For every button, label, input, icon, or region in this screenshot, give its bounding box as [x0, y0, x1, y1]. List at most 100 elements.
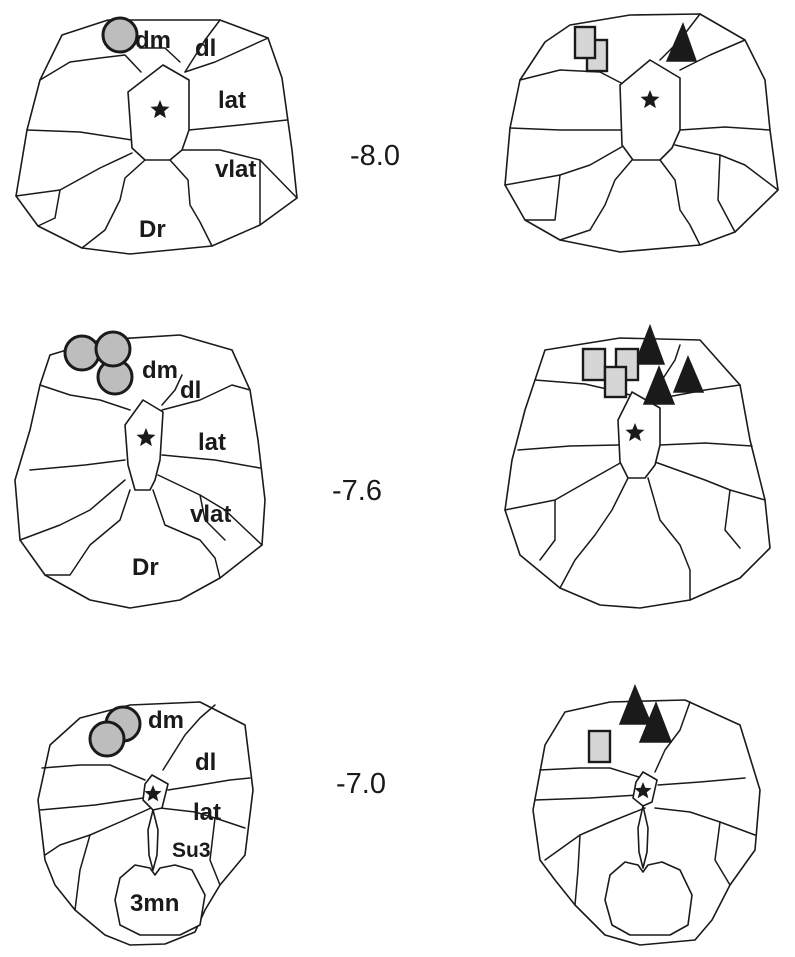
marker-square [603, 365, 628, 399]
level-label-2: -7.6 [332, 475, 382, 507]
region-boundary [39, 797, 144, 811]
region-boundary [181, 149, 298, 199]
region-boundary [674, 144, 779, 191]
region-boundary [161, 454, 261, 469]
region-label-lat: lat [198, 429, 226, 456]
region-boundary [717, 154, 736, 233]
region-boundary [509, 127, 623, 131]
region-boundary [161, 384, 251, 411]
region-boundary [167, 777, 251, 791]
region-boundary [209, 817, 221, 886]
region-boundary [661, 344, 681, 381]
region-boundary [74, 834, 91, 911]
aqueduct-canal [637, 805, 649, 869]
section-left-2: dm dl lat vlat Dr [14, 330, 266, 609]
region-label-lat: lat [218, 87, 246, 114]
region-label-vlat: vlat [190, 501, 231, 528]
level-label-3: -7.0 [336, 768, 386, 800]
region-boundary [44, 489, 131, 576]
region-boundary [39, 384, 131, 411]
aqueduct-star-icon [640, 90, 660, 109]
region-boundary [159, 807, 246, 829]
region-boundary [188, 119, 288, 131]
region-boundary [39, 54, 142, 81]
region-boundary [15, 152, 133, 197]
region-boundary [679, 126, 771, 131]
region-boundary [559, 477, 629, 589]
oculomotor-nucleus-outline [114, 864, 206, 936]
region-label-dl: dl [195, 749, 216, 776]
region-boundary [169, 159, 213, 247]
region-boundary [199, 494, 226, 541]
region-boundary [37, 189, 61, 227]
region-boundary [544, 807, 646, 861]
marker-circle [88, 720, 126, 758]
section-right-3 [532, 684, 761, 946]
region-label-dm: dm [135, 27, 171, 54]
region-boundary [517, 444, 619, 451]
aqueduct-star-icon [150, 100, 170, 119]
aqueduct-star-icon [625, 423, 645, 442]
region-boundary [162, 704, 216, 771]
region-label-su3: Su3 [172, 839, 211, 862]
region-boundary [647, 477, 691, 601]
marker-triangle [633, 323, 666, 365]
region-boundary [661, 384, 741, 399]
region-boundary [654, 807, 756, 836]
region-boundary [41, 764, 146, 781]
oculomotor-nucleus-outline [604, 861, 693, 936]
region-boundary [26, 129, 133, 141]
region-boundary [659, 159, 701, 246]
aqueduct-outline [124, 399, 164, 491]
region-boundary [654, 701, 691, 773]
region-boundary [679, 39, 746, 71]
aqueduct-outline [619, 59, 681, 161]
aqueduct-star-icon [136, 428, 156, 447]
marker-circle [94, 330, 132, 368]
marker-triangle [665, 21, 698, 62]
marker-square [587, 729, 612, 764]
section-left-1: dm dl lat vlat Dr [15, 16, 298, 255]
region-boundary [654, 461, 766, 501]
region-label-dr: Dr [132, 554, 159, 581]
region-label-vlat: vlat [215, 156, 256, 183]
region-boundary [657, 777, 746, 786]
region-boundary [524, 174, 561, 221]
region-boundary [29, 459, 126, 471]
region-boundary [157, 474, 263, 546]
region-label-lat: lat [193, 799, 221, 826]
region-boundary [161, 374, 183, 406]
region-boundary [81, 159, 146, 249]
region-boundary [539, 499, 556, 561]
marker-square [573, 25, 597, 60]
region-boundary [659, 442, 753, 447]
region-label-dm: dm [142, 357, 178, 384]
marker-triangle [642, 365, 676, 405]
region-label-dm: dm [148, 707, 184, 734]
section-right-1 [504, 13, 779, 253]
region-boundary [534, 794, 639, 801]
aqueduct-star-icon [144, 785, 162, 802]
aqueduct-canal [147, 809, 159, 871]
region-boundary [184, 37, 269, 73]
region-label-dl: dl [195, 35, 216, 62]
region-label-3mn: 3mn [130, 890, 179, 917]
region-boundary [504, 461, 623, 511]
region-boundary [724, 489, 741, 549]
region-boundary [184, 19, 221, 73]
marker-triangle [672, 355, 705, 393]
marker-circle [63, 334, 101, 372]
level-label-1: -8.0 [350, 140, 400, 172]
region-boundary [714, 821, 731, 886]
region-boundary [559, 159, 633, 241]
marker-square [581, 347, 607, 382]
marker-circle [101, 16, 139, 54]
region-boundary [139, 47, 181, 63]
region-boundary [574, 834, 581, 906]
region-label-dl: dl [180, 377, 201, 404]
marker-triangle [638, 700, 673, 743]
section-left-3: dm dl lat Su3 3mn [37, 701, 254, 946]
region-boundary [152, 489, 221, 579]
